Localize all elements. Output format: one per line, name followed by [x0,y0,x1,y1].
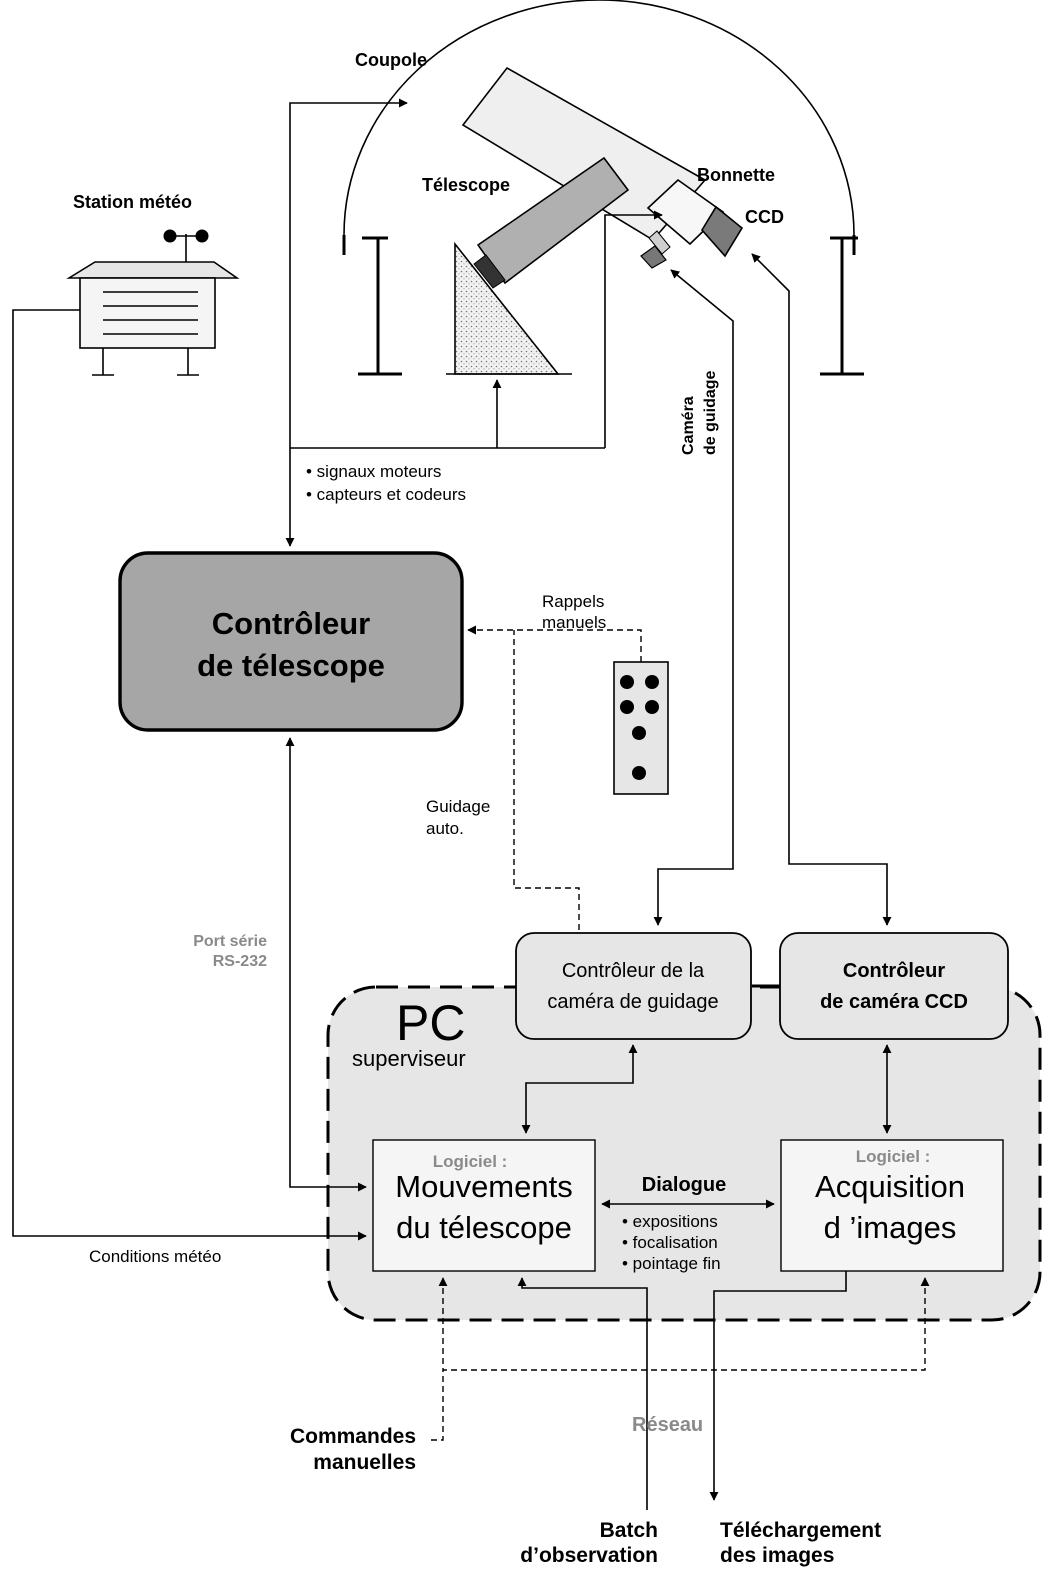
dialogue-item-fine-pointing: • pointage fin [622,1254,721,1273]
dialogue-item-exposures: • expositions [622,1212,718,1231]
observation-batch-label-line1: Batch [600,1519,658,1542]
weather-station-icon [66,229,240,376]
hand-paddle-icon [613,661,669,795]
acquisition-software-tag: Logiciel : [856,1147,931,1166]
guide-camera-controller-box [515,932,752,1040]
manual-corrections-label-line2: manuels [542,613,606,632]
guide-camera-label-line1: Caméra [680,396,697,455]
network-label: Réseau [632,1414,703,1436]
ccd-label: CCD [745,207,784,227]
manual-commands-label-line2: manuelles [313,1451,416,1474]
manual-commands-label-line1: Commandes [290,1425,416,1448]
observation-batch-label-line2: d’observation [520,1544,658,1567]
dashed-connectors [431,625,930,1441]
guide-camera-label-line2: de guidage [702,370,719,455]
weather-station-label: Station météo [73,192,192,212]
motion-software-box [372,1139,596,1272]
serial-port-label-line2: RS-232 [213,953,267,970]
ccd-controller-line1: Contrôleur [843,960,945,982]
image-download-label-line2: des images [720,1544,834,1567]
manual-corrections-label-line1: Rappels [542,592,604,611]
motion-software-tag: Logiciel : [433,1152,508,1171]
telescope-controller-box [118,551,464,732]
auto-guiding-label-line2: auto. [426,819,464,838]
telescope-label: Télescope [422,175,510,195]
bonnette-label: Bonnette [697,165,775,185]
telescope-assembly [446,66,744,375]
ccd-controller-line2: de caméra CCD [820,991,968,1013]
image-download-label-line1: Téléchargement [720,1519,881,1542]
pc-subtitle: superviseur [352,1046,466,1071]
sensors-encoders-label: • capteurs et codeurs [306,485,466,504]
serial-port-label-line1: Port série [193,933,267,950]
ccd-controller-box [779,932,1009,1040]
auto-guiding-label-line1: Guidage [426,797,490,816]
acquisition-software-line2: d ’images [824,1210,957,1245]
guide-camera-controller-line2: caméra de guidage [547,991,718,1013]
dialogue-item-focus: • focalisation [622,1233,718,1252]
dialogue-label: Dialogue [642,1174,726,1196]
guide-camera-controller-line1: Contrôleur de la [562,960,705,982]
motor-signals-label: • signaux moteurs [306,462,441,481]
acquisition-software-line1: Acquisition [815,1169,965,1204]
telescope-controller-line2: de télescope [197,648,385,683]
motion-software-line2: du télescope [396,1210,572,1245]
acquisition-software-box [780,1139,1004,1272]
pc-title: PC [396,995,465,1051]
telescope-controller-line1: Contrôleur [212,606,370,641]
dome-label: Coupole [355,50,427,70]
motion-software-line1: Mouvements [395,1169,572,1204]
connectors [12,98,892,1510]
weather-conditions-label: Conditions météo [89,1247,221,1266]
